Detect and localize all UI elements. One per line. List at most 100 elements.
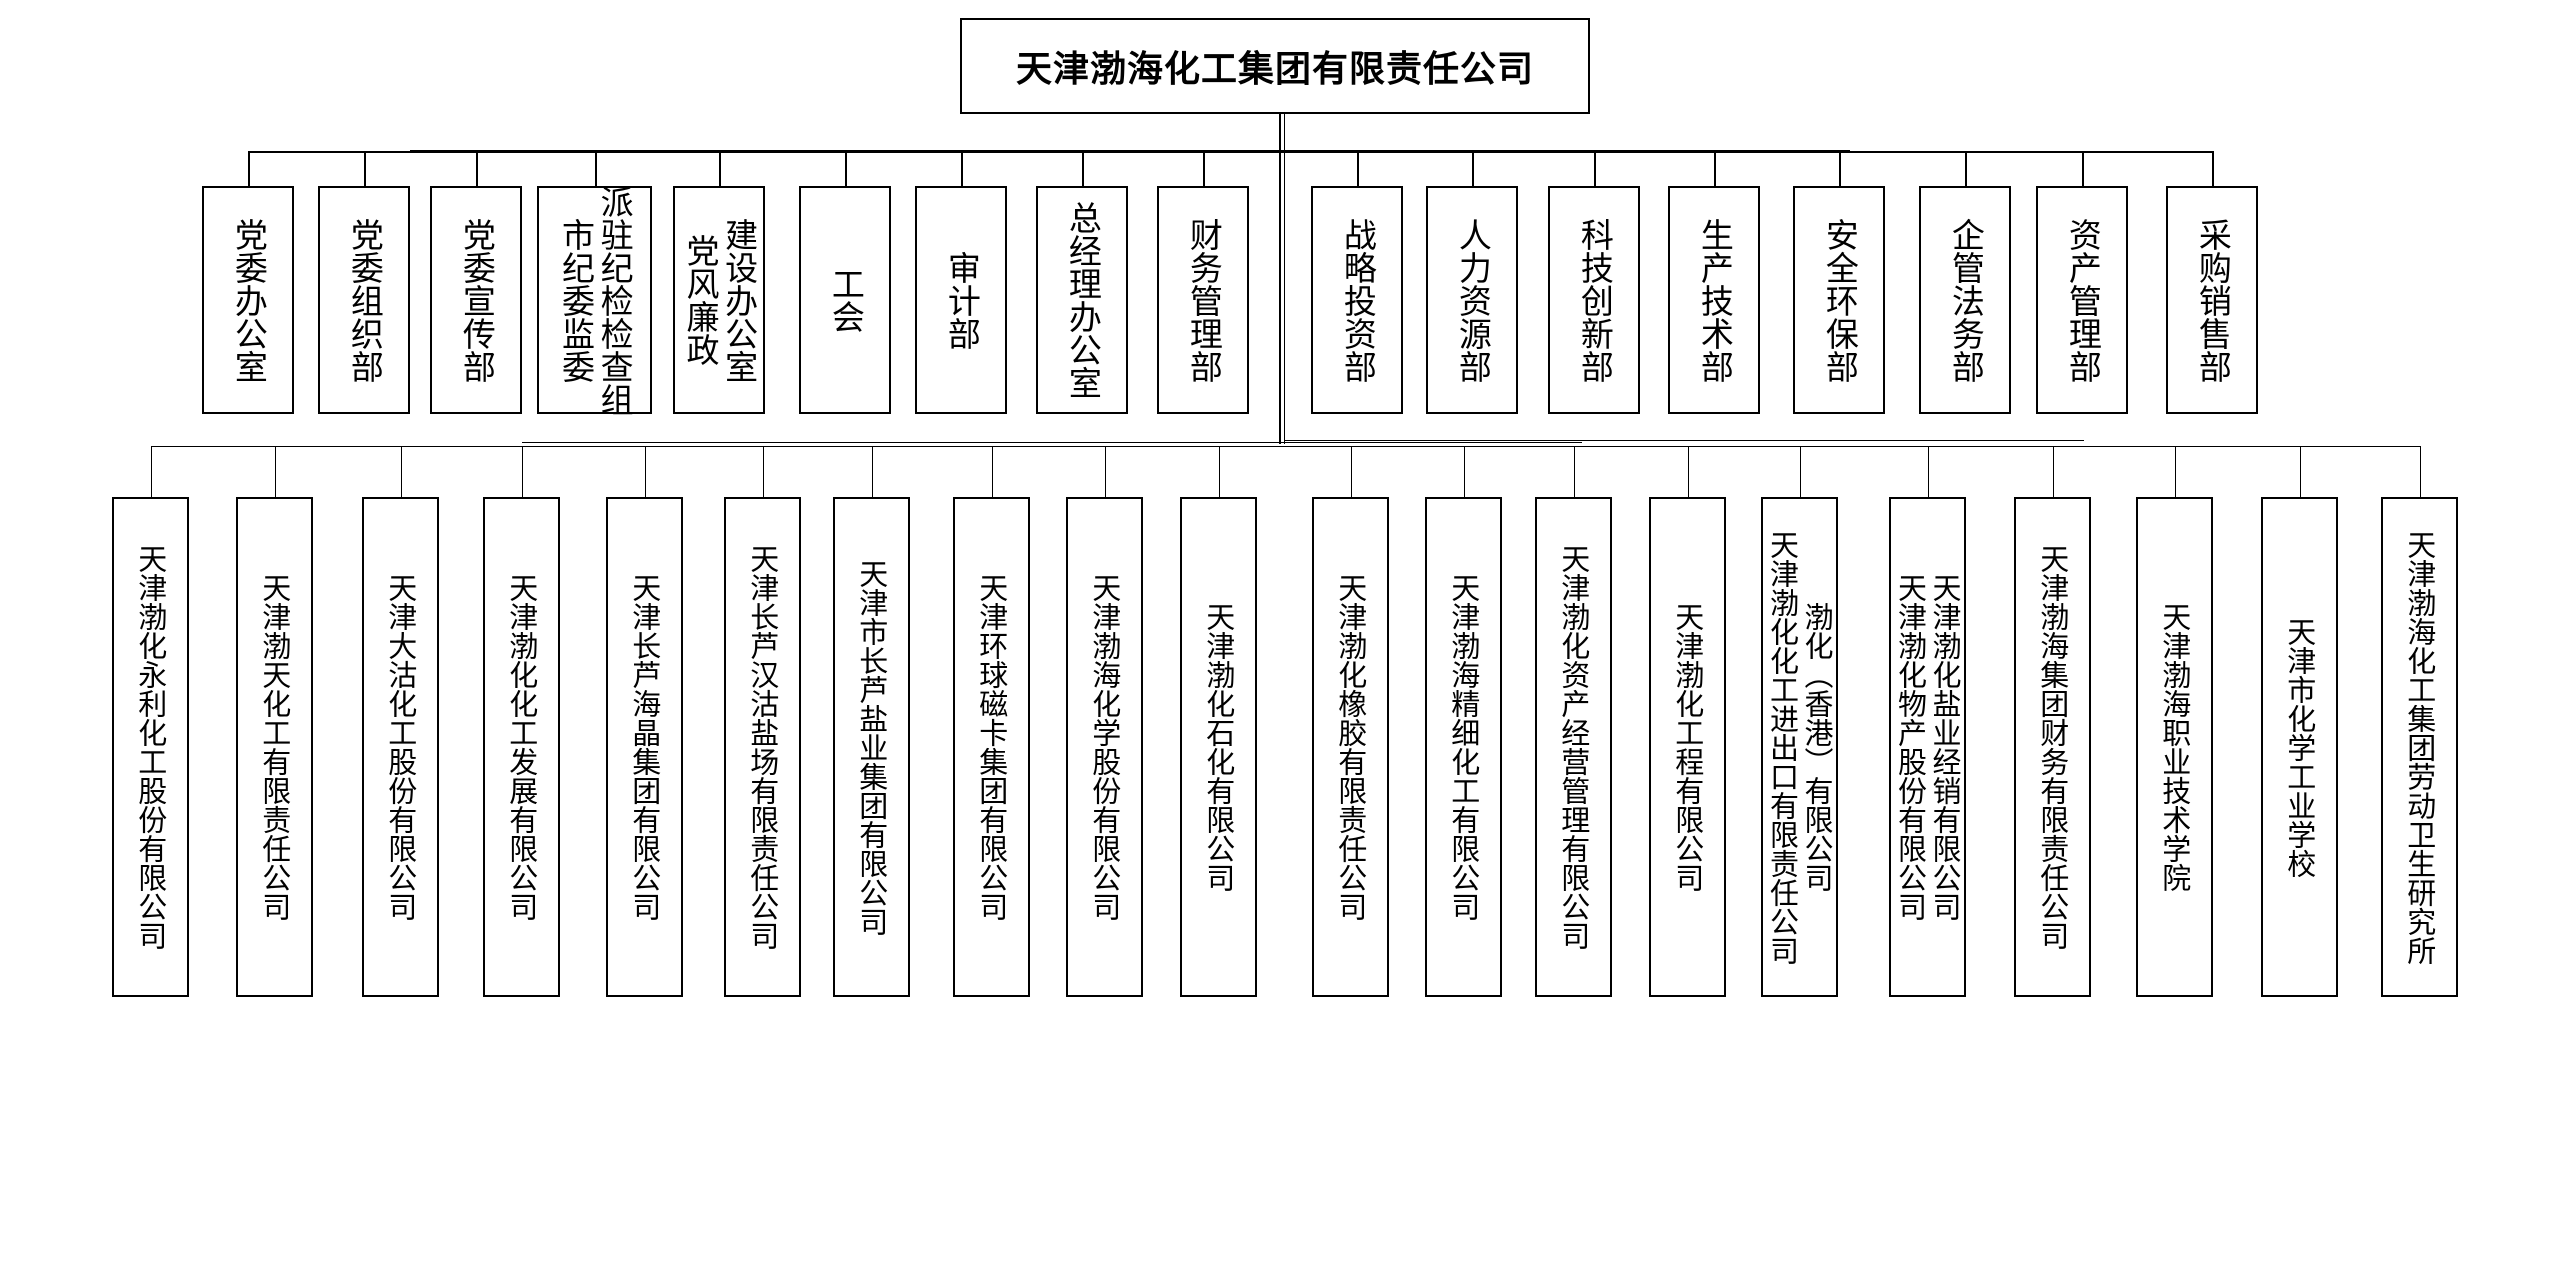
connector-line <box>401 446 402 497</box>
connector-line <box>2082 151 2084 186</box>
subsidiary-label: 天津市化学工业学校 <box>2282 616 2317 878</box>
department-label: 资产管理部 <box>2063 217 2103 383</box>
department-label: 审计部 <box>942 250 982 350</box>
connector-line <box>2053 446 2054 497</box>
department-label: 派驻纪检检查组 <box>595 184 635 416</box>
connector-line <box>1472 151 1474 186</box>
connector-line <box>1279 114 1281 444</box>
subsidiary-label: 天津渤海精细化工有限公司 <box>1446 573 1481 921</box>
connector-line <box>1594 151 1596 186</box>
subsidiary-box: 天津大沽化工股份有限公司 <box>362 497 439 997</box>
subsidiary-label: 天津渤化石化有限公司 <box>1201 602 1236 892</box>
connector-line <box>410 150 1850 153</box>
department-box: 人力资源部 <box>1426 186 1518 414</box>
connector-line <box>522 442 1582 443</box>
department-box: 科技创新部 <box>1548 186 1640 414</box>
subsidiary-label: 天津渤化资产经营管理有限公司 <box>1556 544 1591 950</box>
subsidiary-box: 天津渤海化学股份有限公司 <box>1066 497 1143 997</box>
subsidiary-label-group: 天津渤化物产股份有限公司天津渤化盐业经销有限公司 <box>1893 573 1962 921</box>
connector-line <box>248 151 250 186</box>
subsidiary-box: 天津渤化化工进出口有限责任公司渤化（香港）有限公司 <box>1761 497 1838 997</box>
subsidiary-label: 天津渤天化工有限责任公司 <box>257 573 292 921</box>
subsidiary-box: 天津渤海职业技术学院 <box>2136 497 2213 997</box>
department-label: 党风廉政 <box>681 234 720 366</box>
connector-line <box>2420 446 2421 497</box>
subsidiary-label: 渤化（香港）有限公司 <box>1799 602 1834 892</box>
connector-line <box>2300 446 2301 497</box>
subsidiary-label: 天津渤化工程有限公司 <box>1670 602 1705 892</box>
connector-line <box>961 151 963 186</box>
connector-line <box>1105 446 1106 497</box>
department-box: 生产技术部 <box>1668 186 1760 414</box>
department-label: 人力资源部 <box>1453 217 1493 383</box>
subsidiary-label-group: 天津渤化化工进出口有限责任公司渤化（香港）有限公司 <box>1766 530 1834 965</box>
subsidiary-box: 天津渤化物产股份有限公司天津渤化盐业经销有限公司 <box>1889 497 1966 997</box>
connector-line <box>1219 446 1220 497</box>
department-label: 财务管理部 <box>1184 217 1224 383</box>
subsidiary-label: 天津渤化永利化工股份有限公司 <box>133 544 168 950</box>
department-label: 采购销售部 <box>2193 217 2233 383</box>
connector-line <box>763 446 764 497</box>
connector-line <box>1357 151 1359 186</box>
connector-line <box>2212 151 2214 186</box>
connector-line <box>364 151 366 186</box>
department-label: 市纪委监委 <box>556 217 596 383</box>
subsidiary-box: 天津市长芦盐业集团有限公司 <box>833 497 910 997</box>
department-label: 党委组织部 <box>345 217 385 383</box>
subsidiary-label: 天津渤化化工发展有限公司 <box>504 573 539 921</box>
subsidiary-label: 天津渤海职业技术学院 <box>2157 602 2192 892</box>
department-box: 工会 <box>799 186 891 414</box>
subsidiary-label: 天津渤海集团财务有限责任公司 <box>2035 544 2070 950</box>
department-label: 总经理办公室 <box>1063 201 1103 399</box>
connector-line <box>872 446 873 497</box>
connector-line <box>1284 440 2084 441</box>
connector-line <box>1574 446 1575 497</box>
department-label: 党委宣传部 <box>457 217 497 383</box>
subsidiary-label: 天津渤化橡胶有限责任公司 <box>1333 573 1368 921</box>
subsidiary-box: 天津渤化石化有限公司 <box>1180 497 1257 997</box>
department-label: 生产技术部 <box>1695 217 1735 383</box>
connector-line <box>1351 446 1352 497</box>
subsidiary-box: 天津渤化工程有限公司 <box>1649 497 1726 997</box>
department-label-group: 党风廉政建设办公室 <box>681 217 759 383</box>
subsidiary-label: 天津长芦海晶集团有限公司 <box>627 573 662 921</box>
connector-line <box>845 151 847 186</box>
connector-line <box>719 151 721 186</box>
department-box: 审计部 <box>915 186 1007 414</box>
subsidiary-box: 天津渤化橡胶有限责任公司 <box>1312 497 1389 997</box>
subsidiary-box: 天津渤海化工集团劳动卫生研究所 <box>2381 497 2458 997</box>
connector-line <box>522 446 523 497</box>
department-box: 财务管理部 <box>1157 186 1249 414</box>
department-box: 党委组织部 <box>318 186 410 414</box>
connector-line <box>992 446 993 497</box>
department-label: 党委办公室 <box>229 217 269 383</box>
root-company-title: 天津渤海化工集团有限责任公司 <box>1015 49 1534 90</box>
department-box: 党风廉政建设办公室 <box>673 186 765 414</box>
connector-line <box>476 151 478 186</box>
connector-line <box>1839 151 1841 186</box>
connector-line <box>1082 151 1084 186</box>
subsidiary-label: 天津市长芦盐业集团有限公司 <box>854 558 889 936</box>
connector-line <box>151 446 2420 447</box>
connector-line <box>1284 114 1285 444</box>
department-label: 工会 <box>826 267 866 333</box>
department-box: 党委宣传部 <box>430 186 522 414</box>
connector-line <box>1464 446 1465 497</box>
department-box: 采购销售部 <box>2166 186 2258 414</box>
subsidiary-label: 天津渤海化学股份有限公司 <box>1087 573 1122 921</box>
department-label: 建设办公室 <box>719 217 759 383</box>
connector-line <box>1688 446 1689 497</box>
connector-line <box>1965 151 1967 186</box>
department-label-group: 市纪委监委派驻纪检检查组 <box>556 184 635 416</box>
subsidiary-label: 天津渤海化工集团劳动卫生研究所 <box>2402 529 2437 965</box>
connector-line <box>1800 446 1801 497</box>
connector-line <box>1714 151 1716 186</box>
connector-line <box>275 446 276 497</box>
department-box: 企管法务部 <box>1919 186 2011 414</box>
department-label: 战略投资部 <box>1338 217 1378 383</box>
subsidiary-label: 天津渤化物产股份有限公司 <box>1893 573 1928 921</box>
subsidiary-label: 天津长芦汉沽盐场有限责任公司 <box>745 544 780 950</box>
department-box: 安全环保部 <box>1793 186 1885 414</box>
root-company-box: 天津渤海化工集团有限责任公司 <box>960 18 1590 114</box>
department-box: 战略投资部 <box>1311 186 1403 414</box>
